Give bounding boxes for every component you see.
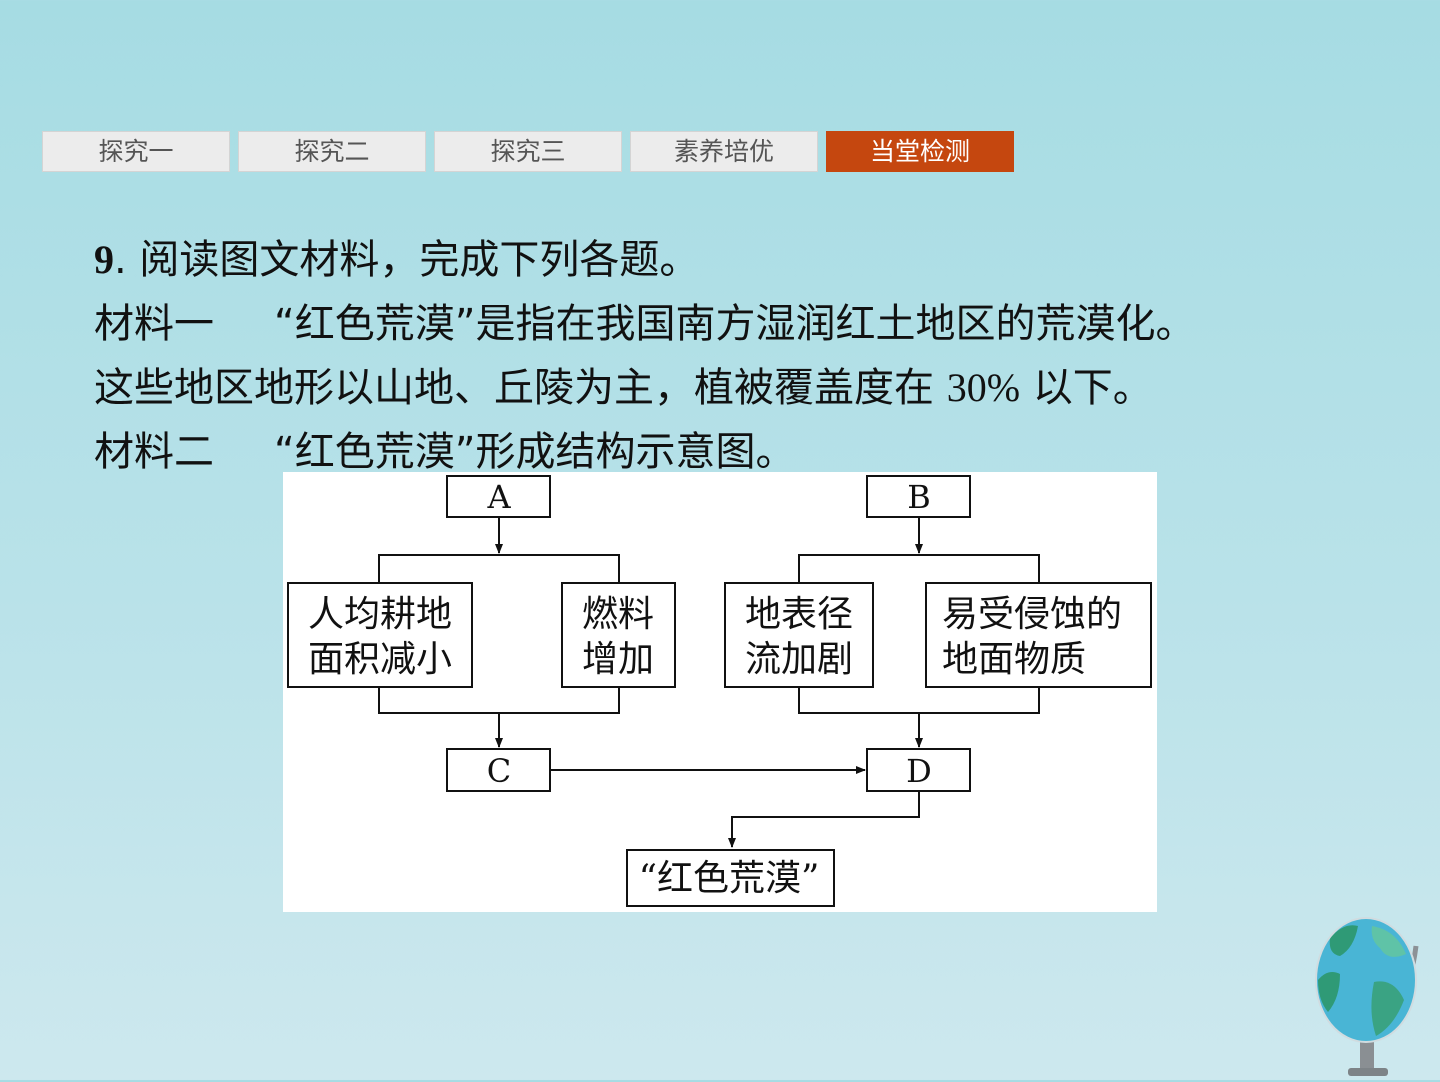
material2-line: 材料二 “红色荒漠”形成结构示意图。	[94, 420, 1424, 484]
label-c: C	[487, 752, 511, 790]
bracket-b-top	[798, 554, 1040, 583]
label-a-right-2: 增加	[582, 639, 654, 680]
tab-explore-2[interactable]: 探究二	[238, 131, 426, 172]
coverage-percent: 30%	[946, 365, 1021, 410]
label-a-right-1: 燃料	[582, 594, 654, 635]
diagram-svg: A B C D 人均耕地 面积减小 燃料 增加 地表径 流加剧 “红色荒漠” 易…	[287, 475, 1152, 907]
material1-text-a: 这些地区地形以山地、丘陵为主，植被覆盖度在	[94, 365, 947, 411]
label-a-left-2: 面积减小	[308, 639, 452, 680]
box-result	[626, 849, 835, 907]
bracket-a-bottom	[378, 687, 620, 714]
question-prompt: . 阅读图文材料，完成下列各题。	[114, 237, 700, 283]
question-text: 9. 阅读图文材料，完成下列各题。 材料一 “红色荒漠”是指在我国南方湿润红土地区…	[94, 228, 1424, 484]
label-a-left-1: 人均耕地	[308, 594, 452, 635]
section-tabs: 探究一 探究二 探究三 素养培优 当堂检测	[42, 131, 1022, 172]
label-d: D	[906, 752, 932, 790]
material2-label: 材料二	[94, 429, 214, 475]
material2-text: “红色荒漠”形成结构示意图。	[274, 429, 796, 475]
material1-text: “红色荒漠”是指在我国南方湿润红土地区的荒漠化。	[274, 301, 1196, 347]
label-result: “红色荒漠”	[639, 858, 820, 899]
label-b-left-1: 地表径	[745, 594, 853, 635]
material1-line2: 这些地区地形以山地、丘陵为主，植被覆盖度在 30% 以下。	[94, 356, 1424, 420]
bracket-b-bottom	[798, 687, 1040, 714]
material1-line1: 材料一 “红色荒漠”是指在我国南方湿润红土地区的荒漠化。	[94, 292, 1424, 356]
label-b-left-2: 流加剧	[745, 639, 853, 680]
question-number: 9	[94, 237, 114, 282]
label-a: A	[486, 478, 511, 516]
globe-icon	[1310, 908, 1430, 1082]
bracket-a-top	[378, 554, 620, 583]
tab-explore-3[interactable]: 探究三	[434, 131, 622, 172]
arrow-d-to-result	[728, 791, 920, 848]
label-b: B	[907, 478, 931, 516]
material1-label: 材料一	[94, 301, 214, 347]
question-prompt-line: 9. 阅读图文材料，完成下列各题。	[94, 228, 1424, 292]
label-b-right-1: 易受侵蚀的	[942, 594, 1122, 635]
label-b-right-2: 地面物质	[942, 639, 1086, 680]
tab-literacy[interactable]: 素养培优	[630, 131, 818, 172]
tab-class-check[interactable]: 当堂检测	[826, 131, 1014, 172]
tab-explore-1[interactable]: 探究一	[42, 131, 230, 172]
red-desert-diagram: A B C D 人均耕地 面积减小 燃料 增加 地表径 流加剧 “红色荒漠” 易…	[283, 472, 1157, 912]
material1-text-b: 以下。	[1020, 365, 1153, 411]
